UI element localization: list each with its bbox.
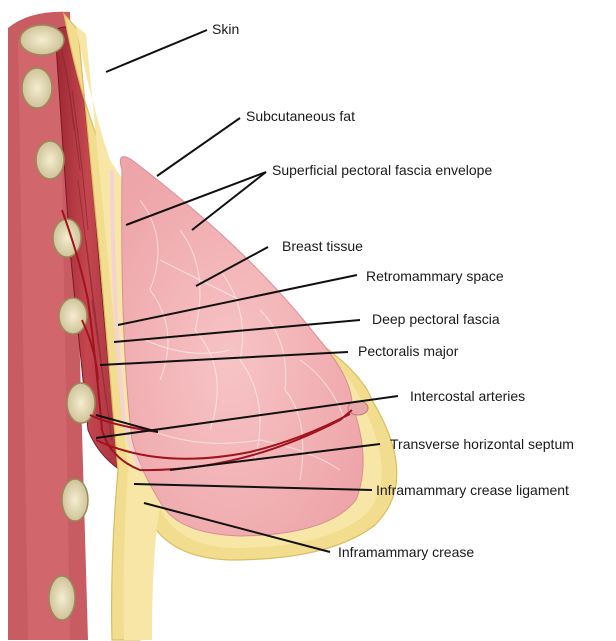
rib-5 [59,298,87,334]
leader-skin [106,30,207,72]
label-retromammary-space: Retromammary space [366,268,504,284]
label-intercostal-arteries: Intercostal arteries [410,388,525,404]
rib-7 [62,479,88,521]
rib-3 [36,141,64,179]
label-skin: Skin [212,21,239,37]
label-inframammary-crease: Inframammary crease [338,544,474,560]
leader-superficial-fascia-b [192,172,266,230]
label-superficial-fascia: Superficial pectoral fascia envelope [272,162,492,178]
rib-6 [67,383,95,423]
rib-1 [20,25,64,55]
label-subcutaneous-fat: Subcutaneous fat [246,108,355,124]
label-pectoralis-major: Pectoralis major [358,343,459,359]
label-deep-fascia: Deep pectoral fascia [372,311,500,327]
rib-2 [22,68,52,108]
leader-subcutaneous-fat [157,118,240,176]
label-transverse-septum: Transverse horizontal septum [390,436,574,452]
rib-8 [49,576,75,620]
label-crease-ligament: Inframammary crease ligament [376,482,569,498]
label-breast-tissue: Breast tissue [282,238,363,254]
